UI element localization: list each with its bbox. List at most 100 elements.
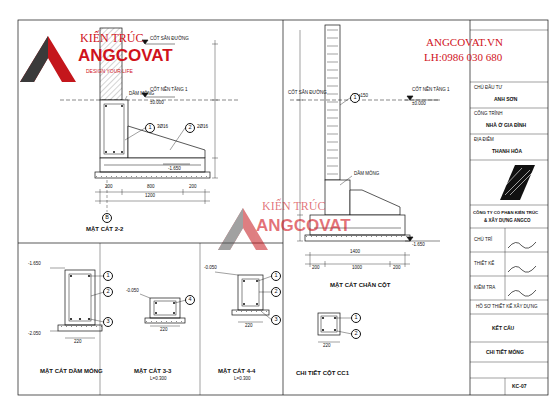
watermark-text: ANGCOVAT.VN: [426, 36, 503, 48]
drawing-note: 200: [189, 185, 197, 190]
callout-circle: 2: [271, 287, 281, 297]
drawing-note: -2.050: [28, 332, 41, 337]
stirrup: [327, 102, 338, 103]
stirrup: [327, 54, 338, 55]
stirrup: [327, 118, 338, 119]
drawing-note: 1400: [350, 250, 360, 255]
watermark-logo-text: ANGCOVAT: [78, 47, 173, 66]
stirrup: [327, 46, 338, 47]
drawing-note: CỐT SÂN ĐƯỜNG: [288, 91, 327, 96]
callout-number: 1: [106, 273, 109, 279]
section-title: ANH SƠN: [494, 97, 517, 103]
section-title: KC-07: [512, 384, 526, 390]
callout-number: 1: [148, 125, 151, 131]
stirrup: [327, 38, 338, 39]
section-title: MẶT CẮT CHÂN CỘT: [330, 282, 390, 289]
drawing-note: L=0.300: [234, 377, 250, 382]
stirrup: [327, 142, 338, 143]
drawing-note: 200: [105, 185, 113, 190]
callout-circle: 1: [351, 313, 361, 323]
callout-number: 2: [354, 331, 357, 337]
callout-circle: 1: [145, 123, 155, 133]
drawing-note: L=0.300: [150, 377, 166, 382]
stirrup: [327, 126, 338, 127]
section-title: CHI TIẾT MÓNG: [486, 350, 524, 356]
drawing-note: ĐỊA ĐIỂM: [474, 138, 494, 143]
axis-label: B: [105, 215, 109, 221]
section-title: NHÀ Ở GIA ĐÌNH: [486, 123, 526, 129]
callout-circle: 1: [103, 271, 113, 281]
callout-number: 2: [274, 289, 277, 295]
section-title: MẶT CẮT DẦM MÓNG: [40, 368, 103, 375]
callout-circle: 2: [185, 123, 195, 133]
callout-number: 2: [188, 125, 191, 131]
drawing-note: 3Ø16: [157, 125, 168, 130]
watermark-text: LH:0986 030 680: [424, 51, 502, 63]
section-title: CÔNG TY CỔ PHẦN KIẾN TRÚC: [473, 211, 538, 216]
drawing-note: KIỂM TRA: [474, 286, 495, 291]
drawing-note: 220: [160, 328, 168, 333]
drawing-note: -0.050: [204, 266, 217, 271]
callout-number: 3: [106, 319, 109, 325]
stirrup: [327, 174, 338, 175]
drawing-note: -1.650: [28, 262, 41, 267]
drawing-note: -1.650: [168, 167, 181, 172]
drawing-note: DẦM MÓNG: [129, 92, 154, 97]
drawing-note: 800: [147, 185, 155, 190]
drawing-note: -1.650: [412, 243, 425, 248]
axis-bubble: B: [102, 213, 112, 223]
drawing-note: 1200: [145, 194, 155, 199]
drawing-note: 220: [245, 324, 253, 329]
drawing-note: CHỦ ĐẦU TƯ: [474, 86, 502, 91]
callout-circle: 4: [185, 295, 195, 305]
watermark-text: KIẾN TRÚC: [262, 200, 325, 213]
watermark-tagline: DESIGN YOUR LIFE: [86, 69, 133, 75]
drawing-note: ±0.000: [150, 101, 164, 106]
drawing-note: CỐT NỀN TẦNG 1: [150, 88, 188, 93]
callout-circle: 1: [350, 93, 360, 103]
callout-number: 1: [354, 315, 357, 321]
drawing-note: CỐT NỀN TẦNG 1: [412, 88, 450, 93]
section-title: & XÂY DỰNG ANGCO: [484, 219, 531, 224]
drawing-note: -0.050: [126, 289, 139, 294]
drawing-note: DẦM MÓNG: [354, 172, 379, 177]
drawing-note: 200: [312, 266, 320, 271]
watermark-logo-text: ANGCOVAT: [256, 217, 351, 236]
drawing-note: CHỦ TRÌ: [474, 238, 492, 243]
callout-circle: 3: [271, 315, 281, 325]
stirrup: [327, 94, 338, 95]
stirrup: [327, 86, 338, 87]
drawing-note: 220: [74, 340, 82, 345]
callout-circle: 3: [103, 317, 113, 327]
drawing-note: ±0.000: [412, 102, 426, 107]
callout-number: 3: [274, 317, 277, 323]
drawing-note: CỐT SÂN ĐƯỜNG: [150, 37, 189, 42]
callout-circle: 2: [103, 287, 113, 297]
stirrup: [327, 62, 338, 63]
section-title: MẶT CẮT 3-3: [134, 368, 171, 375]
drawing-note: 1000: [352, 266, 362, 271]
stirrup: [327, 70, 338, 71]
drawing-note: 220: [323, 344, 331, 349]
drawing-note: THIẾT KẾ: [474, 262, 494, 267]
stirrup: [327, 110, 338, 111]
callout-circle: 1: [271, 271, 281, 281]
section-title: KẾT CẤU: [492, 326, 514, 332]
drawing-note: 200: [393, 266, 401, 271]
section-title: MẶT CẮT 4-4: [218, 368, 255, 375]
drawing-note: 2Ø16: [197, 125, 208, 130]
section-title: CHI TIẾT CỘT CC1: [296, 370, 349, 377]
stirrup: [327, 150, 338, 151]
callout-circle: 2: [351, 329, 361, 339]
stirrup: [327, 134, 338, 135]
callout-number: 1: [353, 95, 356, 101]
stirrup: [327, 78, 338, 79]
section-title: MẶT CẮT 2-2: [86, 226, 123, 233]
stirrup: [327, 30, 338, 31]
callout-number: 4: [188, 297, 191, 303]
callout-number: 1: [274, 273, 277, 279]
drawing-note: HỒ SƠ THIẾT KẾ XÂY DỰNG: [476, 305, 537, 310]
section-title: THANH HÓA: [492, 149, 522, 155]
stirrup: [327, 158, 338, 159]
